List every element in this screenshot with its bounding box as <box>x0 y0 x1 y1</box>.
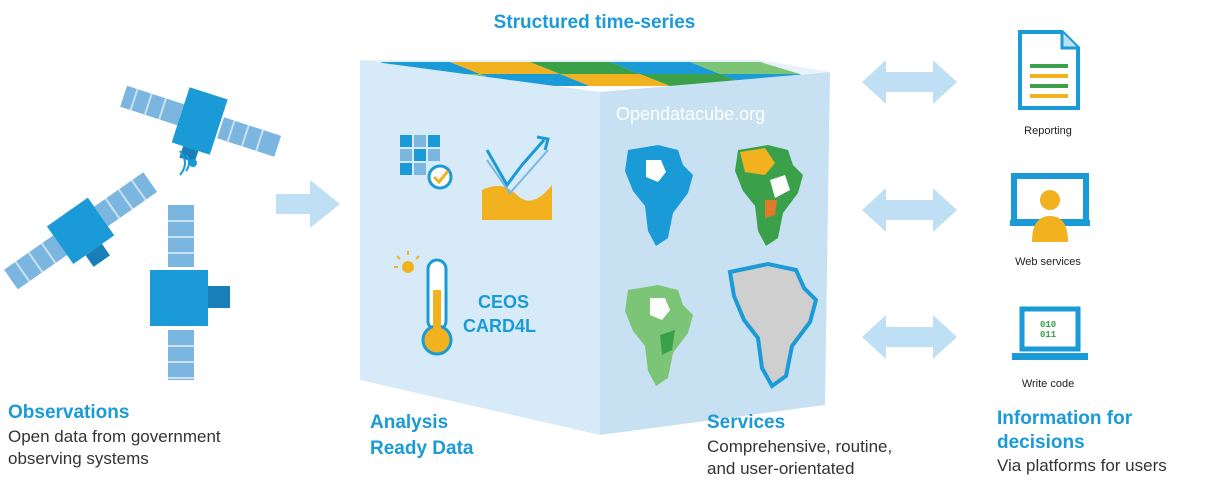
double-arrow-icon <box>862 60 957 104</box>
services-line2: and user-orientated <box>707 459 855 478</box>
card4l-label: CARD4L <box>463 316 536 336</box>
info-caption: Information for decisions Via platforms … <box>997 408 1202 476</box>
satellite-icon <box>120 85 282 163</box>
services-title: Services <box>707 412 786 433</box>
double-arrow-icon <box>862 188 957 232</box>
ard-line2: Ready Data <box>370 438 474 459</box>
satellite-icon <box>4 172 158 290</box>
info-line1: Information for <box>997 408 1133 429</box>
signal-icon <box>179 150 197 176</box>
svg-text:010: 010 <box>1040 320 1056 330</box>
observations-line2: observing systems <box>8 449 149 468</box>
structured-time-series-title: Structured time-series <box>493 12 696 33</box>
ard-caption: Analysis Ready Data <box>370 412 570 460</box>
ceos-label: CEOS <box>478 292 529 312</box>
grid-check-icon <box>400 135 453 190</box>
data-cube: CEOS CARD4L Opendatacube.org <box>360 60 830 435</box>
satellites-illustration <box>4 85 282 380</box>
africa-map-icon <box>625 285 693 386</box>
observations-title: Observations <box>8 402 130 423</box>
services-line1: Comprehensive, routine, <box>707 437 893 456</box>
info-line2: decisions <box>997 432 1085 453</box>
write-code-label: Write code <box>1021 378 1075 390</box>
reporting-label: Reporting <box>1024 125 1072 137</box>
web-services-icon <box>1010 173 1090 242</box>
services-caption: Services Comprehensive, routine, and use… <box>707 412 967 479</box>
trend-chart-icon <box>482 135 552 220</box>
svg-text:011: 011 <box>1040 330 1057 340</box>
opendatacube-site-label: Opendatacube.org <box>616 104 765 124</box>
observations-line1: Open data from government <box>8 427 221 446</box>
africa-map-icon <box>625 145 693 246</box>
observations-caption: Observations Open data from government o… <box>8 402 308 469</box>
africa-map-icon <box>735 145 803 246</box>
thermometer-icon <box>394 251 453 356</box>
africa-map-icon <box>727 261 819 389</box>
document-icon <box>1018 30 1080 110</box>
web-services-label: Web services <box>1015 256 1081 268</box>
laptop-code-icon: 010 011 <box>1012 306 1088 360</box>
info-sub: Via platforms for users <box>997 456 1167 475</box>
double-arrow-icon <box>862 315 957 359</box>
arrow-right-icon <box>276 180 340 228</box>
satellite-icon <box>150 205 230 380</box>
ard-line1: Analysis <box>370 412 449 433</box>
